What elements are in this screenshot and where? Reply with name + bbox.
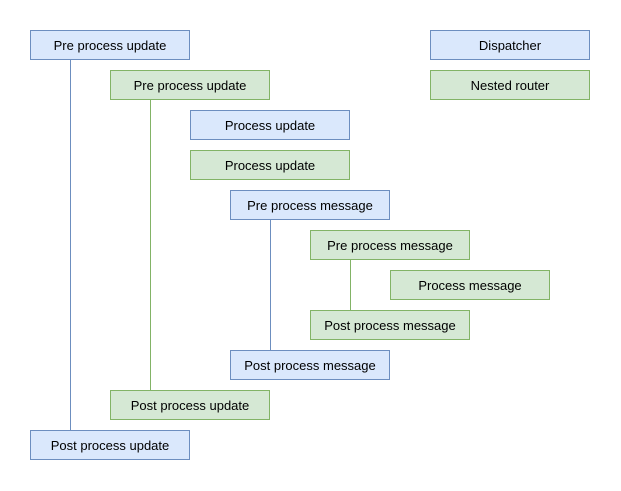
diagram-node-pre-process-update: Pre process update (30, 30, 190, 60)
legend-label: Nested router (470, 77, 550, 93)
call-span-line-router (350, 260, 351, 310)
legend-label: Dispatcher (478, 37, 542, 53)
node-label: Pre process message (247, 197, 373, 213)
legend-item-nested-router: Nested router (430, 70, 590, 100)
diagram-node-process-message: Process message (390, 270, 550, 300)
node-label: Process update (224, 117, 316, 133)
diagram-node-post-process-message: Post process message (310, 310, 470, 340)
call-span-line-router (150, 100, 151, 390)
diagram-node-process-update: Process update (190, 150, 350, 180)
node-label: Post process update (50, 437, 170, 453)
diagram-node-post-process-message: Post process message (230, 350, 390, 380)
node-label: Pre process update (133, 77, 247, 93)
diagram-node-pre-process-message: Pre process message (230, 190, 390, 220)
node-label: Post process update (130, 397, 250, 413)
legend-item-dispatcher: Dispatcher (430, 30, 590, 60)
node-label: Pre process message (327, 237, 453, 253)
call-span-line-dispatcher (70, 60, 71, 430)
diagram-node-pre-process-message: Pre process message (310, 230, 470, 260)
diagram-node-pre-process-update: Pre process update (110, 70, 270, 100)
diagram-node-process-update: Process update (190, 110, 350, 140)
node-label: Process message (418, 277, 522, 293)
diagram-node-post-process-update: Post process update (30, 430, 190, 460)
call-span-line-dispatcher (270, 220, 271, 350)
diagram-node-post-process-update: Post process update (110, 390, 270, 420)
node-label: Process update (224, 157, 316, 173)
node-label: Pre process update (53, 37, 167, 53)
node-label: Post process message (244, 357, 376, 373)
node-label: Post process message (324, 317, 456, 333)
